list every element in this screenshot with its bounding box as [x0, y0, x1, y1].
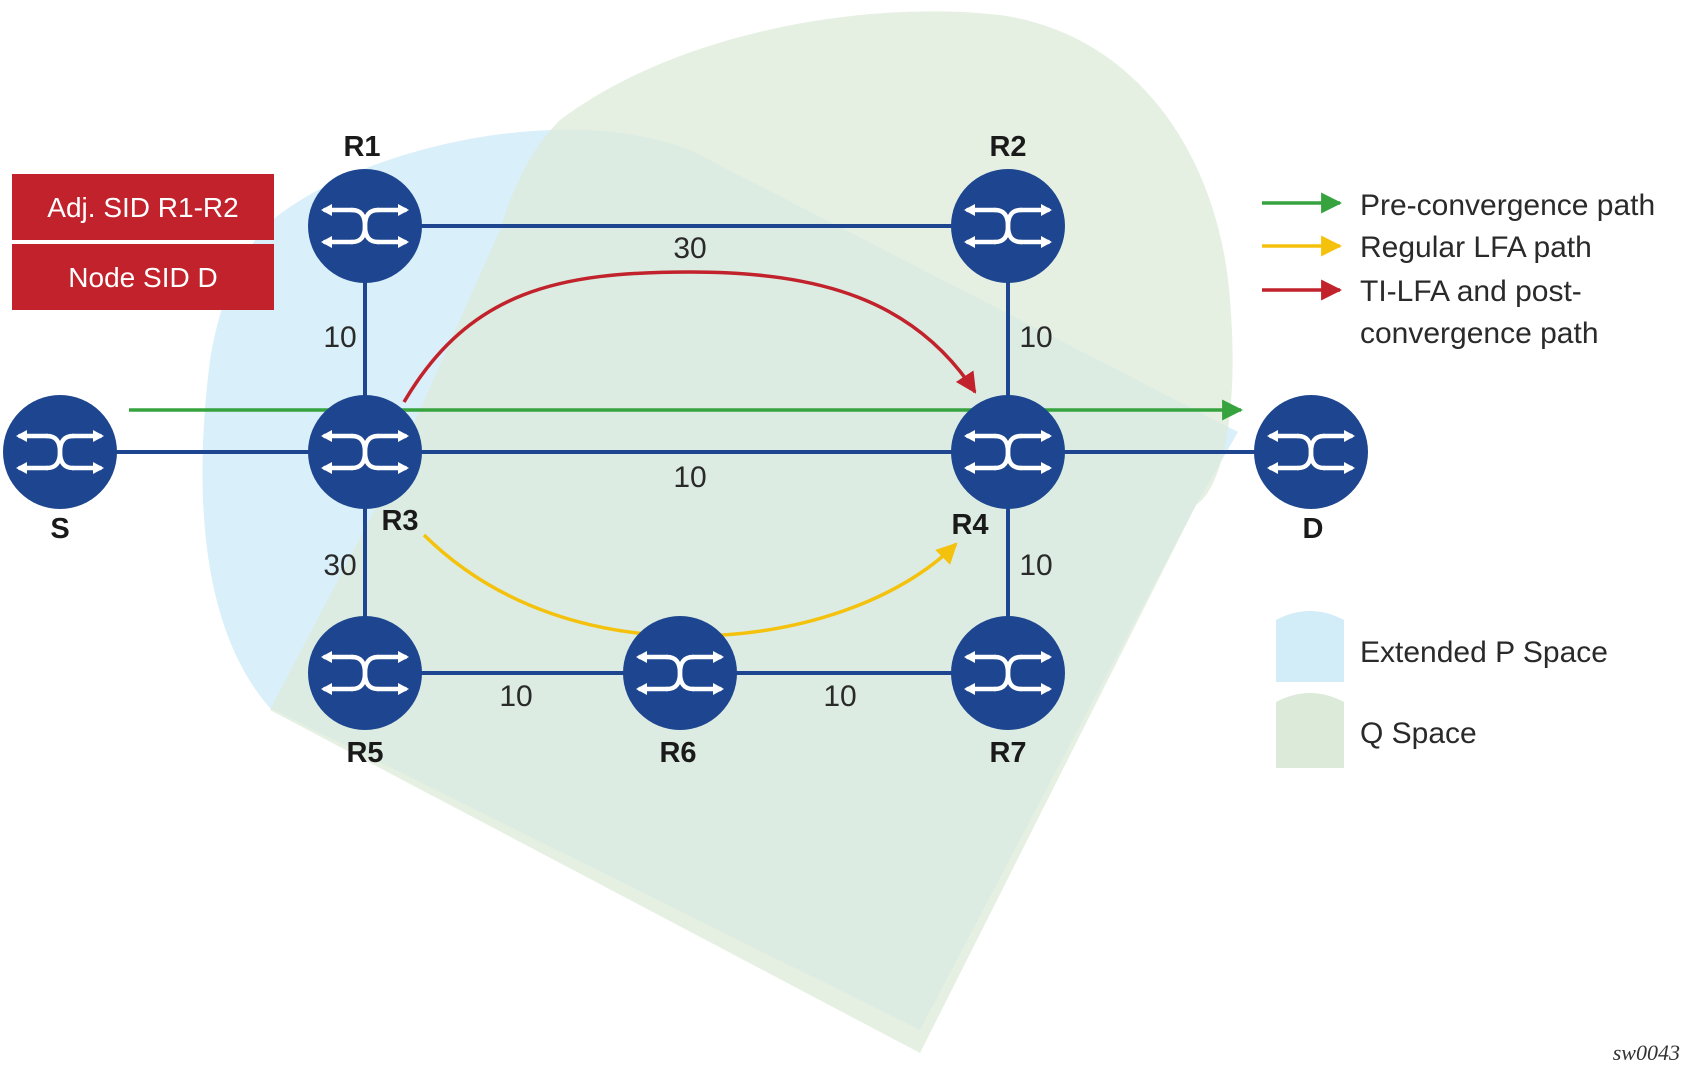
- node-label-s: S: [50, 513, 69, 545]
- legend-pre-convergence-label: Pre-convergence path: [1360, 189, 1655, 222]
- metric-r3-r5: 30: [323, 549, 356, 582]
- metric-r6-r7: 10: [823, 680, 856, 713]
- node-d: [1254, 395, 1368, 509]
- sid-stack: Adj. SID R1-R2 Node SID D: [12, 174, 274, 310]
- metric-r1-r2: 30: [673, 232, 706, 265]
- legend-extended-p-space-label: Extended P Space: [1360, 636, 1608, 669]
- metric-r3-r4: 10: [673, 461, 706, 494]
- sid-box-adjacency: [12, 174, 274, 240]
- node-r6: [623, 616, 737, 730]
- legend-q-space-swatch: [1276, 693, 1344, 768]
- legend-regular-lfa-label: Regular LFA path: [1360, 231, 1592, 264]
- legend: Pre-convergence path Regular LFA path TI…: [1262, 189, 1655, 768]
- figure-id: sw0043: [1613, 1040, 1680, 1065]
- metric-r4-r7: 10: [1019, 549, 1052, 582]
- legend-extended-p-space-swatch: [1276, 611, 1344, 682]
- node-label-r4: R4: [951, 509, 988, 541]
- metric-r2-r4: 10: [1019, 321, 1052, 354]
- node-label-r6: R6: [659, 737, 696, 769]
- node-r3: [308, 395, 422, 509]
- legend-q-space-label: Q Space: [1360, 717, 1477, 750]
- sid-label-node: Node SID D: [68, 262, 217, 293]
- node-label-r5: R5: [346, 737, 383, 769]
- node-r1: [308, 169, 422, 283]
- node-r7: [951, 616, 1065, 730]
- sid-label-adjacency: Adj. SID R1-R2: [47, 192, 238, 223]
- metric-r5-r6: 10: [499, 680, 532, 713]
- legend-ti-lfa-label-line1: TI-LFA and post-: [1360, 275, 1582, 308]
- node-label-r3: R3: [381, 505, 418, 537]
- node-label-r1: R1: [343, 131, 380, 163]
- node-r5: [308, 616, 422, 730]
- node-label-r2: R2: [989, 131, 1026, 163]
- metric-r1-r3: 10: [323, 321, 356, 354]
- node-label-d: D: [1303, 513, 1324, 545]
- ti-lfa-path-arrow: [402, 270, 977, 403]
- sid-box-node: [12, 244, 274, 310]
- node-r4: [951, 395, 1065, 509]
- node-r2: [951, 169, 1065, 283]
- node-label-r7: R7: [989, 737, 1026, 769]
- node-s: [3, 395, 117, 509]
- legend-ti-lfa-label-line2: convergence path: [1360, 317, 1599, 350]
